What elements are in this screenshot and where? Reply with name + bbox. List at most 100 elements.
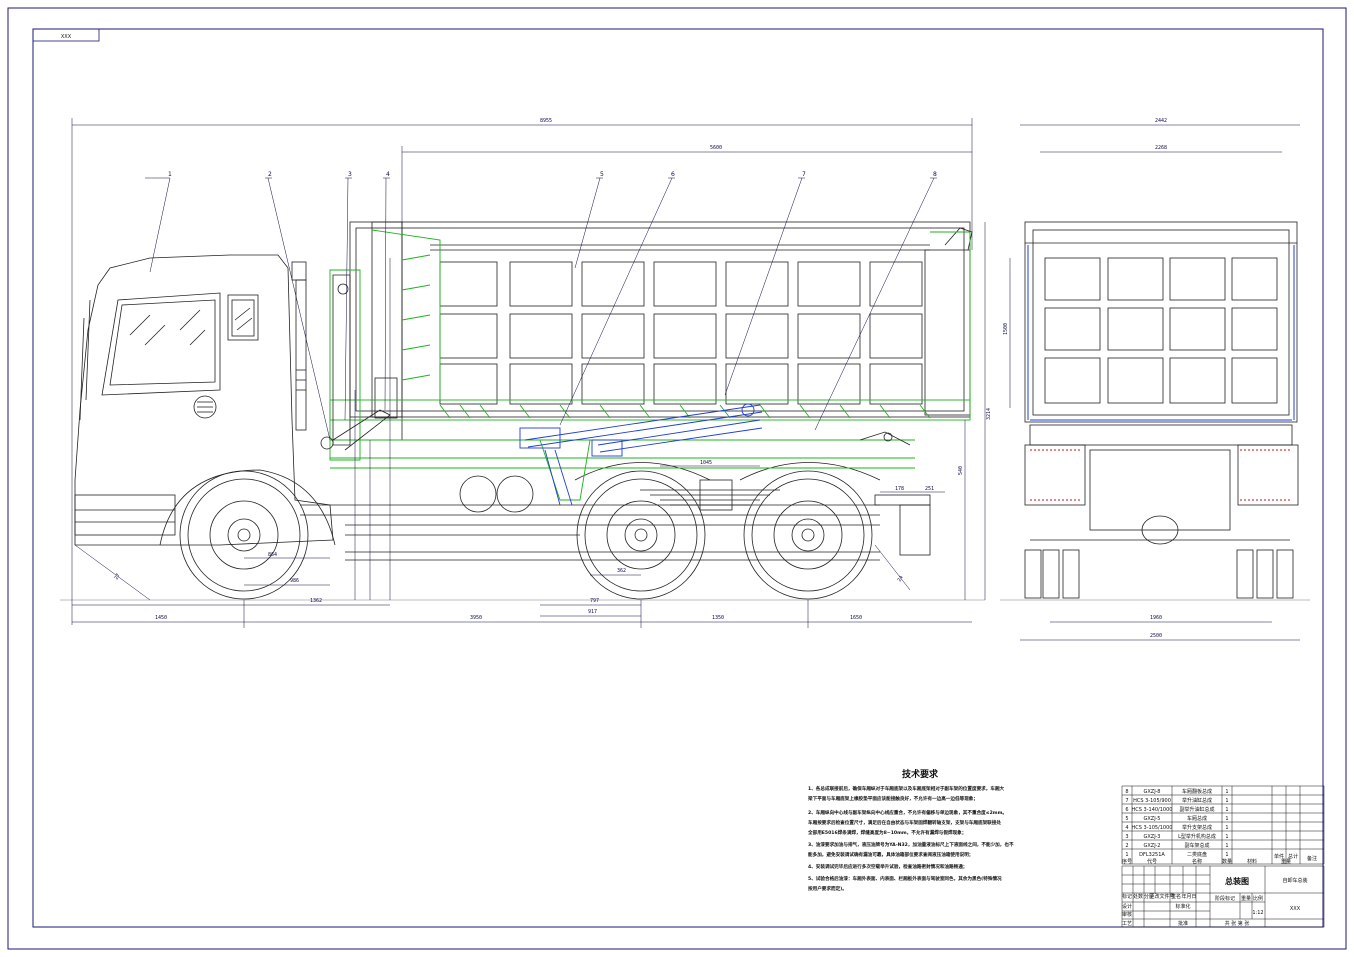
- part-row-5-no: 3: [1125, 834, 1128, 840]
- part-row-5-qty: 1: [1225, 834, 1228, 840]
- dim-864: 864: [268, 552, 277, 558]
- part-row-5-code: GXZJ-3: [1143, 834, 1160, 840]
- dim-1500: 1500: [1003, 323, 1009, 335]
- req-line-1: 梁下平面与车厢底架上橡胶垫平面应该能接触良好，不允许有一边高一边低等现象；: [807, 795, 978, 802]
- part-row-2-no: 6: [1125, 807, 1128, 813]
- subframe-green: [329, 229, 971, 501]
- part-row-2-name: 副举升油缸总成: [1179, 806, 1214, 813]
- rear-view-red: [1030, 449, 1290, 501]
- row-label-1: 处数: [1133, 893, 1143, 900]
- part-row-0-name: 车厢翻板总成: [1182, 788, 1212, 795]
- balloon-labels: 1 2 3 4 5 6 7 8: [168, 171, 937, 178]
- dim-362: 362: [617, 568, 626, 574]
- dim-overall-length: 8955: [540, 118, 552, 124]
- dump-box: [349, 221, 973, 440]
- dim-986: 986: [290, 578, 299, 584]
- part-row-1-qty: 1: [1225, 798, 1228, 804]
- code-text: XXX: [61, 34, 72, 40]
- part-row-4-qty: 1: [1225, 825, 1228, 831]
- side-dimension-labels: 8955 5600 1450 3950 1350 1650 1362 986 8…: [114, 118, 992, 621]
- balloon-2: 2: [268, 171, 272, 178]
- company-name: XXX: [1290, 906, 1301, 912]
- cab-outline: [74, 254, 334, 546]
- dim-2500: 2500: [1150, 633, 1162, 639]
- dim-917: 917: [588, 609, 597, 615]
- part-row-3-qty: 1: [1225, 816, 1228, 822]
- hydraulic-cylinders: [519, 403, 763, 506]
- part-row-4-name: 举升支架总成: [1182, 824, 1212, 831]
- balloon-4: 4: [386, 171, 390, 178]
- balloon-1: 1: [168, 171, 172, 178]
- scale-label: 比例: [1253, 895, 1263, 902]
- row-label-0: 标记: [1122, 893, 1132, 900]
- req-line-4: 全部用E5016焊条满焊，焊缝高度为8~10mm，不允许有漏焊与假焊现象；: [807, 829, 966, 836]
- balloon-3: 3: [348, 171, 352, 178]
- outer-border: [7, 7, 1347, 950]
- part-row-0-code: GXZJ-8: [1143, 789, 1160, 795]
- drawing-name: 总装图: [1225, 876, 1249, 886]
- header-code: 代号: [1147, 858, 1157, 865]
- dim-3214: 3214: [986, 408, 992, 420]
- dim-251: 251: [925, 486, 934, 492]
- header-weight: 重量: [1281, 858, 1291, 865]
- header-name: 名称: [1192, 858, 1202, 865]
- part-row-7-qty: 1: [1225, 852, 1228, 858]
- side-view: [60, 254, 985, 601]
- dim-angle-rear: 24: [897, 575, 905, 583]
- balloon-8: 8: [933, 171, 937, 178]
- req-line-8: 5、试验合格后油漆：车厢外表面、内表面、栏厢板外表面与驾驶室同色，其余为黑色(特…: [808, 875, 1002, 882]
- part-row-3-code: GXZJ-5: [1143, 816, 1160, 822]
- box-panels: [439, 261, 923, 405]
- dim-front-overhang: 1450: [155, 615, 167, 621]
- req-line-5: 3、油漆要求加油与排气，液压油牌号为YA-N32，加油量液油标尺上下液面线之间，…: [808, 841, 1014, 848]
- balloon-leaders: [145, 177, 937, 441]
- part-row-6-qty: 1: [1225, 843, 1228, 849]
- rear-dimension-labels: 2442 2268 1500 1960 2500: [1003, 118, 1167, 639]
- part-row-3-name: 车厢总成: [1187, 815, 1207, 822]
- part-row-6-name: 副车架总成: [1184, 842, 1209, 849]
- title-block: [1121, 865, 1325, 928]
- req-line-2: 2、车厢纵向中心线与副车架纵向中心线应重合，不允许有偏移与单边现象，其不重合度≤…: [808, 809, 1007, 816]
- sheet-count: 共 张 第 张: [1225, 920, 1250, 927]
- req-line-9: 按用户要求而定)。: [808, 885, 847, 892]
- row-label-4: 签名: [1171, 893, 1181, 900]
- rear-wheel: [743, 470, 873, 600]
- part-row-7-name: 二类底盘: [1187, 851, 1207, 858]
- rear-view-blue: [1027, 245, 1295, 421]
- stage-label: 阶段标记: [1215, 895, 1235, 902]
- dim-178: 178: [895, 486, 904, 492]
- header-qty: 数量: [1222, 858, 1232, 865]
- dim-box-length: 5600: [710, 145, 722, 151]
- parts-table: [1121, 785, 1325, 865]
- row-label-2: 分区: [1144, 893, 1154, 900]
- header-single: 单件: [1274, 853, 1284, 860]
- part-row-6-no: 2: [1125, 843, 1128, 849]
- req-line-7: 4、安装调试完毕后应进行多次空载举升试验，检查油路密封情况和油路畅通；: [808, 863, 967, 870]
- side-dimensions: [71, 118, 986, 628]
- dim-2268: 2268: [1155, 145, 1167, 151]
- header-total: 总计: [1288, 853, 1298, 860]
- right-label-approve: 批准: [1178, 920, 1188, 927]
- balloon-7: 7: [802, 171, 806, 178]
- header-note: 备注: [1307, 855, 1317, 862]
- dim-797: 797: [590, 598, 599, 604]
- header-no: 序号: [1122, 858, 1132, 865]
- weight-label: 重量: [1241, 895, 1251, 902]
- part-row-4-code: HCS 3-105/1000: [1132, 825, 1173, 831]
- part-row-4-no: 4: [1125, 825, 1128, 831]
- part-row-0-no: 8: [1125, 789, 1128, 795]
- req-line-3: 车厢按要求后检查位置尺寸，满足后在自由状态与车架固焊翻转轴支架，支架与车厢底架联…: [808, 819, 1001, 826]
- part-row-1-code: HCS 3-105/900: [1133, 798, 1171, 804]
- rear-dimensions: [1009, 124, 1300, 641]
- part-row-0-qty: 1: [1225, 789, 1228, 795]
- technical-requirements: 技术要求 1、各总成联接前后，确保车厢纵对于车厢底架以及车厢底架相对于副车架的位…: [807, 768, 1014, 892]
- left-label-review: 审核: [1122, 911, 1132, 918]
- balloon-5: 5: [600, 171, 604, 178]
- lift-arms: [320, 274, 911, 451]
- req-line-0: 1、各总成联接前后，确保车厢纵对于车厢底架以及车厢底架相对于副车架的位置度要求，…: [808, 785, 1005, 792]
- title-block-text: 总装图 自卸车总装 XXX 1:12 共 张 第 张 标记 处数 分区 更改文件…: [1122, 876, 1308, 927]
- part-row-7-no: 1: [1125, 852, 1128, 858]
- dim-1960: 1960: [1150, 615, 1162, 621]
- left-label-process: 工艺: [1122, 921, 1132, 927]
